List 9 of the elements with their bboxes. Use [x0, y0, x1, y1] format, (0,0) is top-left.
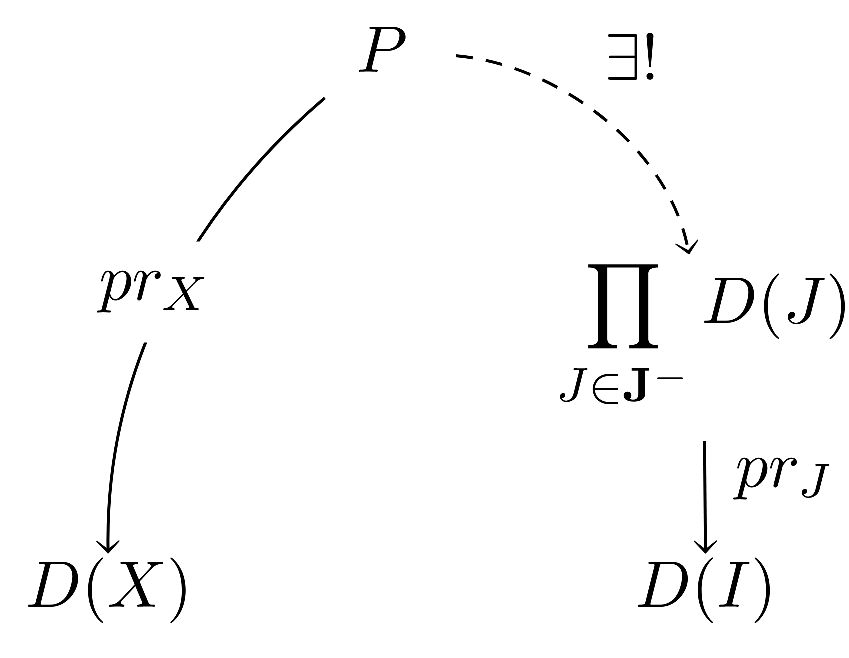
formula: $D(I)$ [638, 558, 770, 624]
edge-label: $pr_X$ [87, 242, 223, 343]
edge-label: $pr_J$ [733, 458, 830, 500]
dashed-arrow [456, 54, 698, 255]
edge-label: $\exists!$ [608, 32, 654, 80]
formula: $\prod_{J\in\mathbf{J}^-} D(J)$ [560, 264, 846, 404]
arrow [694, 441, 718, 554]
formula: $P$ [358, 27, 406, 72]
formula: $D(X)$ [28, 558, 186, 624]
